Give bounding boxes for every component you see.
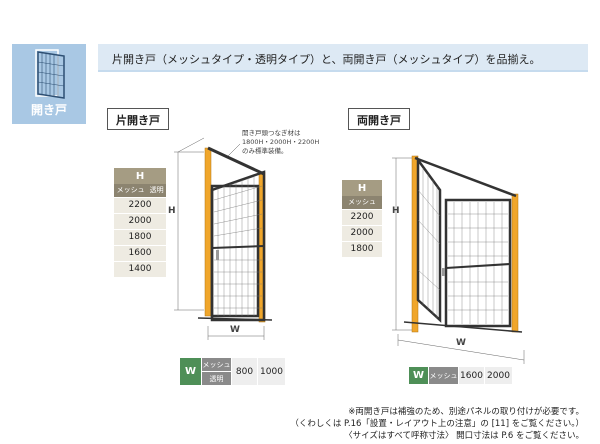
h-value: 1800: [114, 228, 166, 245]
h-table-sub-mesh: メッシュ: [114, 184, 148, 197]
h-value: 2000: [342, 224, 382, 241]
single-door-callout: 開き戸頭つなぎ材は 1800H・2000H・2200H のみ標準装備。: [242, 129, 319, 156]
footnote: 〈サイズはすべて呼称寸法〉 開口寸法は P.6 をご覧ください。: [344, 431, 584, 441]
h-table-sub-mesh: メッシュ: [342, 196, 382, 209]
w-table-sub-clear: 透明: [201, 371, 232, 386]
door-category-badge: 開き戸: [12, 44, 86, 124]
door-icon: [35, 49, 65, 99]
double-door-h-table: H メッシュ 2200 2000 1800: [342, 180, 382, 257]
badge-label: 開き戸: [30, 103, 67, 117]
callout-line: 1800H・2000H・2200H: [242, 138, 320, 146]
single-door-w-dimension-label: W: [228, 325, 242, 335]
header-description: 片開き戸（メッシュタイプ・透明タイプ）と、両開き戸（メッシュタイプ）を品揃え。: [112, 53, 541, 66]
w-value: 1600: [458, 366, 485, 385]
single-door-w-table: W メッシュ 800 1000 透明: [179, 357, 286, 386]
h-value: 2000: [114, 212, 166, 229]
h-value: 1600: [114, 244, 166, 261]
w-value: 2000: [484, 366, 513, 385]
single-door-h-dimension-label: H: [168, 206, 176, 216]
double-door-h-dimension-label: H: [392, 206, 400, 216]
single-door-drawing: [174, 137, 273, 340]
double-door-w-table: W メッシュ 1600 2000: [408, 366, 513, 385]
single-door-title: 片開き戸: [107, 108, 169, 130]
h-value: 1800: [342, 240, 382, 257]
double-door-title: 両開き戸: [348, 108, 410, 130]
footnotes: ※両開き戸は補強のため、別途パネルの取り付けが必要です。 （くわしくは P.16…: [290, 406, 584, 442]
footnote: （くわしくは P.16「設置・レイアウト上の注意」の [11] をご覧ください。…: [290, 419, 584, 429]
w-value: 1000: [257, 357, 286, 386]
w-table-head: W: [179, 357, 202, 386]
footnote: ※両開き戸は補強のため、別途パネルの取り付けが必要です。: [348, 407, 584, 417]
callout-line: 開き戸頭つなぎ材は: [242, 129, 301, 137]
h-table-head: H: [114, 168, 166, 184]
h-value: 2200: [342, 208, 382, 225]
h-table-sub-clear: 透明: [147, 184, 166, 197]
w-table-head: W: [408, 366, 429, 385]
double-door-drawing: [392, 155, 525, 364]
callout-line: のみ標準装備。: [242, 147, 288, 155]
single-door-h-table: H メッシュ 透明 2200 2000 1800 1600 1400: [114, 168, 166, 277]
h-table-head: H: [342, 180, 382, 196]
w-table-sub-mesh: メッシュ: [201, 357, 232, 372]
header-band: 片開き戸（メッシュタイプ・透明タイプ）と、両開き戸（メッシュタイプ）を品揃え。: [98, 44, 588, 72]
h-value: 1400: [114, 260, 166, 277]
w-table-sub-mesh: メッシュ: [428, 366, 459, 385]
double-door-w-dimension-label: W: [454, 338, 468, 348]
h-value: 2200: [114, 196, 166, 213]
w-value: 800: [231, 357, 258, 386]
